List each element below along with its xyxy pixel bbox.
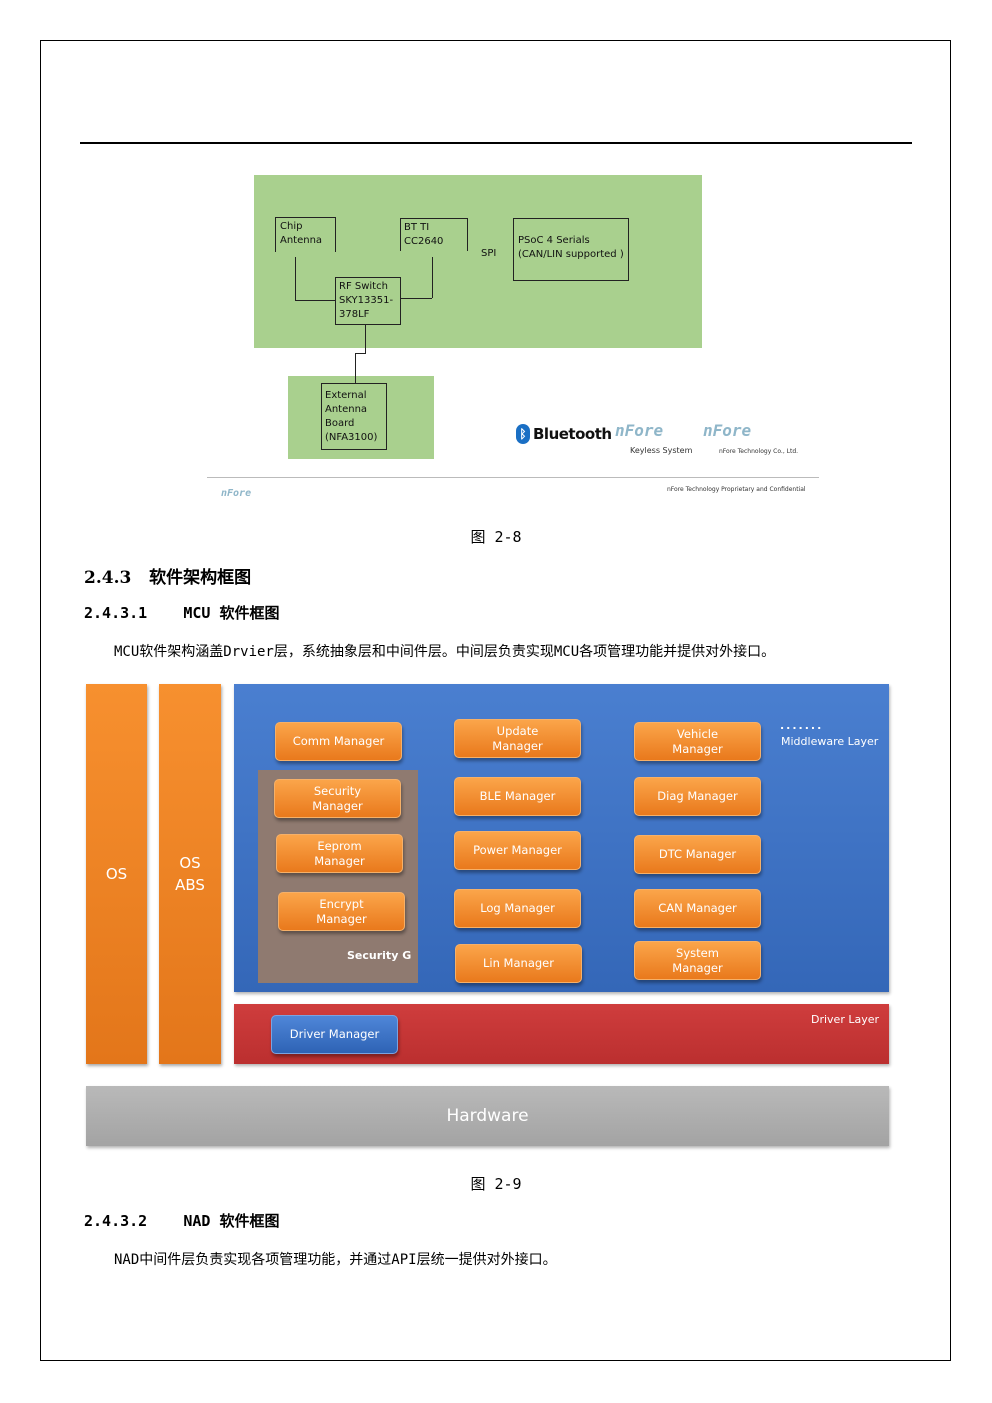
middleware-dots: ....... xyxy=(780,719,824,732)
driver-manager: Driver Manager xyxy=(271,1015,398,1054)
figure-2-9-caption: 图 2-9 xyxy=(470,1175,522,1193)
figure-2-8-caption: 图 2-8 xyxy=(470,528,522,546)
rf-switch-box xyxy=(335,277,401,325)
log-manager: Log Manager xyxy=(454,889,581,928)
external-antenna-board xyxy=(288,376,434,459)
page-border xyxy=(40,40,951,1361)
encrypt-manager: Encrypt Manager xyxy=(278,892,405,931)
security-manager: Security Manager xyxy=(274,779,401,818)
power-manager: Power Manager xyxy=(454,831,581,870)
hardware-layer: Hardware xyxy=(86,1086,889,1146)
main-board xyxy=(254,175,702,348)
security-group-label: Security G xyxy=(347,949,412,962)
nfore-keyless-caption: Keyless System xyxy=(630,446,693,455)
header-rule xyxy=(80,142,912,144)
spi-label: SPI xyxy=(481,248,497,259)
nfore-logo-company: nFore xyxy=(703,421,752,440)
comm-manager: Comm Manager xyxy=(275,722,402,761)
middleware-layer-label: Middleware Layer xyxy=(781,735,879,748)
section-2-4-3-1-heading: 2.4.3.1 MCU 软件框图 xyxy=(84,604,280,622)
lin-manager: Lin Manager xyxy=(455,944,582,983)
nfore-logo-keyless: nFore xyxy=(615,421,664,440)
os-abs-layer: OS ABS xyxy=(159,684,221,1064)
section-2-4-3-1-paragraph: MCU软件架构涵盖Drvier层，系统抽象层和中间件层。中间层负责实现MCU各项… xyxy=(114,644,776,660)
psoc-box xyxy=(513,218,629,281)
figure-2-8: Chip Antenna BT TI CC2640 SPI PSoC 4 Ser… xyxy=(205,170,825,500)
figure-footer-rule xyxy=(207,477,819,478)
rf-switch-label: RF Switch SKY13351- 378LF xyxy=(339,281,394,320)
vehicle-manager: Vehicle Manager xyxy=(634,722,761,761)
bluetooth-icon: ᛒ xyxy=(516,424,530,444)
external-antenna-label: External Antenna Board (NFA3100) xyxy=(325,390,378,443)
nfore-company-caption: nFore Technology Co., Ltd. xyxy=(719,448,799,455)
system-manager: System Manager xyxy=(634,941,761,980)
section-2-4-3-2-heading: 2.4.3.2 NAD 软件框图 xyxy=(84,1212,280,1230)
diag-manager: Diag Manager xyxy=(634,777,761,816)
update-manager: Update Manager xyxy=(454,719,581,758)
section-2-4-3-2-paragraph: NAD中间件层负责实现各项管理功能，并通过API层统一提供对外接口。 xyxy=(114,1252,557,1268)
ble-manager: BLE Manager xyxy=(454,777,581,816)
can-manager: CAN Manager xyxy=(634,889,761,928)
footer-text: nFore Technology Proprietary and Confide… xyxy=(667,486,806,493)
os-layer: OS xyxy=(86,684,147,1064)
eeprom-manager: Eeprom Manager xyxy=(276,834,403,873)
chip-antenna-label: Chip Antenna xyxy=(280,221,323,246)
footer-logo: nFore xyxy=(221,488,252,499)
section-2-4-3-heading: 2.4.3 软件架构框图 xyxy=(84,568,252,588)
dtc-manager: DTC Manager xyxy=(634,835,761,874)
bluetooth-logo: ᛒ Bluetooth xyxy=(516,424,612,444)
bt-ti-label: BT TI CC2640 xyxy=(404,222,444,247)
psoc-label: PSoC 4 Serials (CAN/LIN supported ) xyxy=(518,235,624,260)
external-antenna-box xyxy=(321,383,387,450)
driver-layer-label: Driver Layer xyxy=(811,1013,880,1026)
